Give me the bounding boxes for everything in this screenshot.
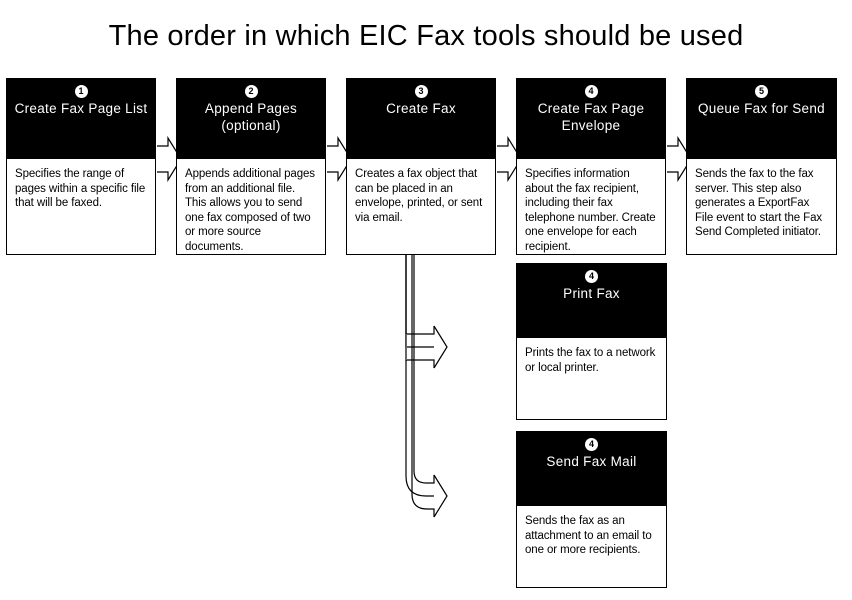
node-title: Append Pages (optional) [204,101,298,133]
node-body: Specifies information about the fax reci… [525,168,656,253]
node-body: Appends additional pages from an additio… [185,168,315,253]
node-append-pages[interactable]: 2 Append Pages (optional) Appends additi… [176,78,326,255]
node-print-fax[interactable]: 4 Print Fax Prints the fax to a network … [516,263,667,420]
node-header: 2 Append Pages (optional) [177,79,325,159]
node-title: Send Fax Mail [546,454,637,469]
node-title: Queue Fax for Send [698,101,825,116]
node-header: 4 Print Fax [517,264,666,338]
node-header: 3 Create Fax [347,79,495,159]
node-body: Sends the fax to the fax server. This st… [695,168,823,238]
node-body: Sends the fax as an attachment to an ema… [525,515,652,556]
node-header: 4 Send Fax Mail [517,432,666,506]
step-badge: 3 [414,85,428,98]
node-title: Create Fax Page List [14,101,148,116]
node-body: Creates a fax object that can be placed … [355,168,483,224]
step-badge: 1 [74,85,88,98]
node-create-fax-page-list[interactable]: 1 Create Fax Page List Specifies the ran… [6,78,156,255]
node-body: Specifies the range of pages within a sp… [15,168,146,209]
node-create-fax-page-envelope[interactable]: 4 Create Fax Page Envelope Specifies inf… [516,78,666,255]
step-badge: 2 [244,85,258,98]
step-badge: 4 [585,438,598,451]
node-title: Create Fax [386,101,456,116]
node-header: 5 Queue Fax for Send [687,79,836,159]
step-badge: 5 [755,85,768,98]
node-body: Prints the fax to a network or local pri… [525,347,656,374]
node-title: Print Fax [563,286,620,301]
node-header: 1 Create Fax Page List [7,79,155,159]
arrow-create-fax-to-send-fax-mail [405,255,448,518]
step-badge: 4 [584,85,598,98]
node-send-fax-mail[interactable]: 4 Send Fax Mail Sends the fax as an atta… [516,431,667,588]
node-title: Create Fax Page Envelope [537,101,645,133]
node-create-fax[interactable]: 3 Create Fax Creates a fax object that c… [346,78,496,255]
arrow-create-fax-to-print-fax [405,255,448,369]
node-queue-fax-for-send[interactable]: 5 Queue Fax for Send Sends the fax to th… [686,78,837,255]
page-title: The order in which EIC Fax tools should … [108,20,744,52]
node-header: 4 Create Fax Page Envelope [517,79,665,159]
step-badge: 4 [585,270,598,283]
